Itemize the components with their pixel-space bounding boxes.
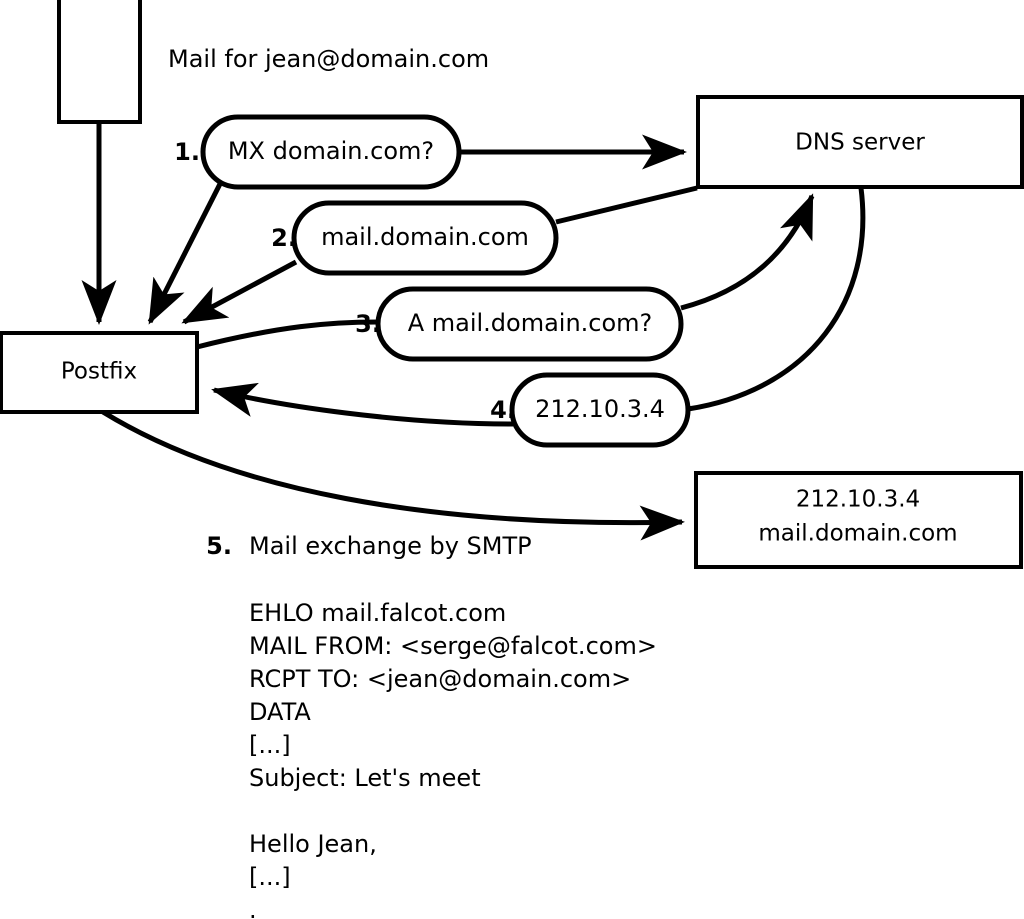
- step-4-label: 212.10.3.4: [535, 395, 665, 423]
- edge-dns-to-step2: [555, 185, 698, 225]
- edge-dns-to-step4: [687, 187, 866, 412]
- dns-server-box: DNS server: [696, 95, 1024, 189]
- step-2-label: mail.domain.com: [321, 223, 529, 251]
- smtp-line-0: EHLO mail.falcot.com: [249, 599, 506, 627]
- mail-server-box: 212.10.3.4 mail.domain.com: [694, 471, 1023, 569]
- step-4-bubble: 4. 212.10.3.4: [490, 372, 691, 448]
- step-5-label: Mail exchange by SMTP: [249, 532, 532, 560]
- step-1-label: MX domain.com?: [228, 137, 434, 165]
- edge-step2-to-postfix: [181, 259, 298, 325]
- step-1-bubble: 1. MX domain.com?: [174, 114, 462, 190]
- smtp-line-9: .: [249, 896, 257, 919]
- edge-step1-tail: [147, 178, 225, 325]
- postfix-box-label: Postfix: [61, 359, 137, 385]
- client-box: [57, 0, 142, 124]
- mail-for-caption: Mail for jean@domain.com: [168, 45, 489, 73]
- smtp-line-8: [...]: [249, 863, 291, 891]
- edge-step5-smtp: [101, 409, 685, 541]
- smtp-line-7: Hello Jean,: [249, 830, 377, 858]
- smtp-line-4: [...]: [249, 731, 291, 759]
- edge-step4-to-postfix: [211, 382, 514, 427]
- smtp-line-3: DATA: [249, 698, 311, 726]
- step-3-label: A mail.domain.com?: [408, 309, 653, 337]
- edge-postfix-to-step3: [196, 319, 379, 350]
- mail-server-ip: 212.10.3.4: [796, 487, 920, 513]
- step-2-bubble: 2. mail.domain.com: [271, 200, 559, 276]
- step-1-number: 1.: [174, 138, 200, 166]
- mail-server-hostname: mail.domain.com: [758, 521, 957, 547]
- step-3-bubble: 3. A mail.domain.com?: [355, 286, 684, 362]
- postfix-box: Postfix: [0, 331, 199, 414]
- step-5-number: 5.: [206, 532, 232, 560]
- dns-server-box-label: DNS server: [795, 130, 925, 156]
- smtp-line-2: RCPT TO: <jean@domain.com>: [249, 665, 631, 693]
- smtp-line-1: MAIL FROM: <serge@falcot.com>: [249, 632, 657, 660]
- smtp-line-5: Subject: Let's meet: [249, 764, 481, 792]
- edge-step3-to-dns: [680, 193, 815, 311]
